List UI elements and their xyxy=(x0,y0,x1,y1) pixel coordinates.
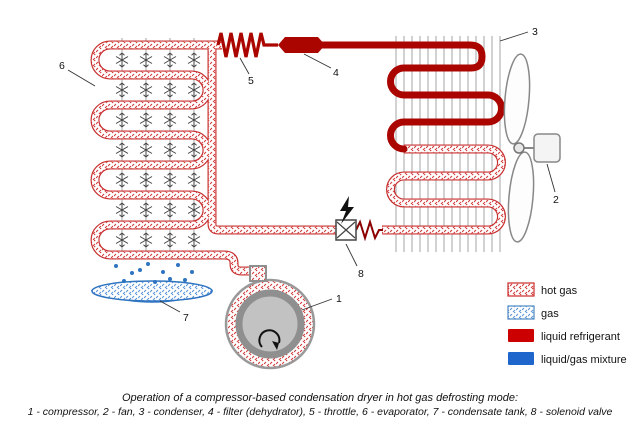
fan xyxy=(503,53,561,243)
hot-gas-bypass-line xyxy=(212,47,336,230)
condenser-fins xyxy=(395,36,501,252)
legend-label-liquid-refrigerant: liquid refrigerant xyxy=(541,331,620,343)
hot-gas-pipes xyxy=(95,45,502,292)
lightning-icon xyxy=(340,196,354,224)
legend-swatch-liquid-refrigerant xyxy=(508,329,534,342)
label-condenser: 3 xyxy=(532,26,538,38)
frost-snowflakes xyxy=(115,52,201,248)
process-diagram: 3 5 4 6 2 8 1 7 hot gas gas liquid refri… xyxy=(59,26,627,370)
legend-swatch-liquid-gas-mixture xyxy=(508,352,534,365)
throttle xyxy=(216,32,278,58)
label-evaporator: 6 xyxy=(59,60,65,72)
legend-swatch-hot-gas xyxy=(507,282,535,297)
label-condensate-tank: 7 xyxy=(183,312,189,324)
label-filter: 4 xyxy=(333,67,339,79)
condenser-coil-upper xyxy=(318,41,505,153)
label-fan: 2 xyxy=(553,194,559,206)
label-compressor: 1 xyxy=(336,293,342,305)
legend-label-gas: gas xyxy=(541,308,559,320)
label-throttle: 5 xyxy=(248,75,254,87)
condenser-coil-lower xyxy=(382,149,502,230)
filter-dehydrator xyxy=(278,37,325,53)
legend-label-liquid-gas-mixture: liquid/gas mixture xyxy=(541,354,627,366)
legend: hot gas gas liquid refrigerant liquid/ga… xyxy=(507,282,627,366)
label-solenoid-valve: 8 xyxy=(358,268,364,280)
rotation-arrow-icon xyxy=(258,329,281,348)
solenoid-valve xyxy=(335,196,383,242)
caption-key: 1 - compressor, 2 - fan, 3 - condenser, … xyxy=(27,406,613,418)
condensate-droplets xyxy=(114,262,194,284)
legend-label-hot-gas: hot gas xyxy=(541,285,578,297)
number-labels: 3 5 4 6 2 8 1 7 xyxy=(59,26,559,324)
fan-hub xyxy=(513,142,525,154)
caption-title: Operation of a compressor-based condensa… xyxy=(121,392,519,404)
condensate-tank xyxy=(91,280,213,303)
caption: Operation of a compressor-based condensa… xyxy=(0,392,640,418)
fan-motor xyxy=(533,133,561,163)
legend-swatch-gas xyxy=(507,305,535,320)
compressor xyxy=(224,265,316,370)
